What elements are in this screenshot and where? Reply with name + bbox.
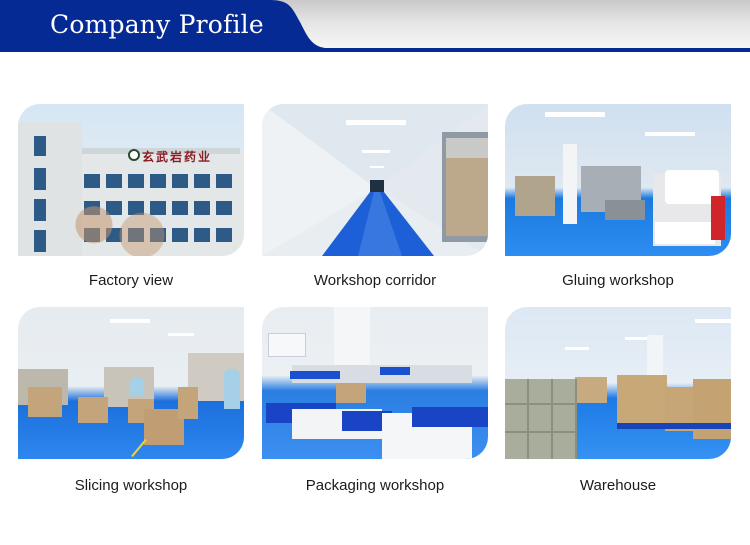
caption-gluing-workshop: Gluing workshop [562, 272, 674, 289]
factory-sign: 玄武岩药业 [142, 150, 213, 164]
gallery-card-packaging-workshop[interactable]: Packaging workshop [262, 307, 488, 494]
caption-packaging-workshop: Packaging workshop [305, 477, 445, 494]
gallery-card-workshop-corridor[interactable]: Workshop corridor [262, 104, 488, 289]
workshop-corridor-photo[interactable] [262, 104, 488, 256]
header-underline [0, 48, 750, 52]
caption-workshop-corridor: Workshop corridor [313, 272, 437, 289]
factory-view-photo[interactable]: 玄武岩药业 [18, 104, 244, 256]
caption-factory-view: Factory view [88, 272, 174, 289]
gallery-card-warehouse[interactable]: Warehouse [505, 307, 731, 494]
gluing-workshop-photo[interactable] [505, 104, 731, 256]
warehouse-photo[interactable] [505, 307, 731, 459]
gallery-card-factory-view[interactable]: 玄武岩药业 Factory view [18, 104, 244, 289]
factory-logo-icon [128, 149, 140, 161]
caption-slicing-workshop: Slicing workshop [74, 477, 188, 494]
page-title: Company Profile [50, 10, 264, 39]
gallery-card-slicing-workshop[interactable]: Slicing workshop [18, 307, 244, 494]
caption-warehouse: Warehouse [579, 477, 657, 494]
page-header: Company Profile [0, 0, 750, 52]
packaging-workshop-photo[interactable] [262, 307, 488, 459]
gallery-card-gluing-workshop[interactable]: Gluing workshop [505, 104, 731, 289]
header-title-tab [0, 0, 330, 52]
slicing-workshop-photo[interactable] [18, 307, 244, 459]
